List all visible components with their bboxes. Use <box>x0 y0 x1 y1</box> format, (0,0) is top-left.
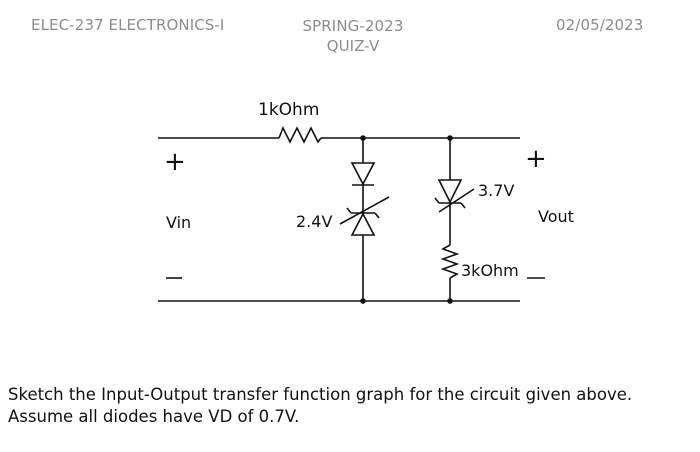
junction-dot <box>447 298 453 304</box>
term-block: SPRING-2023 QUIZ-V <box>296 16 410 56</box>
input-plus: + <box>164 147 186 177</box>
term-label: SPRING-2023 <box>302 17 404 35</box>
output-label: Vout <box>538 207 574 226</box>
zener-3v7-pointer <box>438 188 475 213</box>
junction-dot <box>360 298 366 304</box>
output-plus: + <box>525 144 547 174</box>
zener-3v7-label: 3.7V <box>478 181 514 200</box>
diode-1-icon <box>350 162 376 186</box>
junction-dot <box>447 135 453 141</box>
quiz-date: 02/05/2023 <box>556 16 644 34</box>
junction-dot <box>360 135 366 141</box>
circuit-diagram: 1kOhm + Vin 2.4V 3.7V 3kOhm + Vout <box>158 100 574 304</box>
question-text: Sketch the Input-Output transfer functio… <box>8 384 698 428</box>
quiz-label: QUIZ-V <box>326 37 380 55</box>
load-resistor-label: 3kOhm <box>461 261 519 280</box>
zener-2v4-icon <box>346 207 380 236</box>
series-resistor-label: 1kOhm <box>258 100 319 120</box>
input-label: Vin <box>166 213 191 232</box>
zener-2v4-pointer <box>339 196 390 225</box>
question-line-2: Assume all diodes have VD of 0.7V. <box>8 407 300 426</box>
load-resistor <box>440 244 460 279</box>
zener-2v4-label: 2.4V <box>296 212 332 231</box>
zener-3v7-icon <box>434 179 466 209</box>
question-line-1: Sketch the Input-Output transfer functio… <box>8 385 633 404</box>
series-resistor <box>278 126 322 144</box>
course-title: ELEC-237 ELECTRONICS-I <box>31 16 225 34</box>
